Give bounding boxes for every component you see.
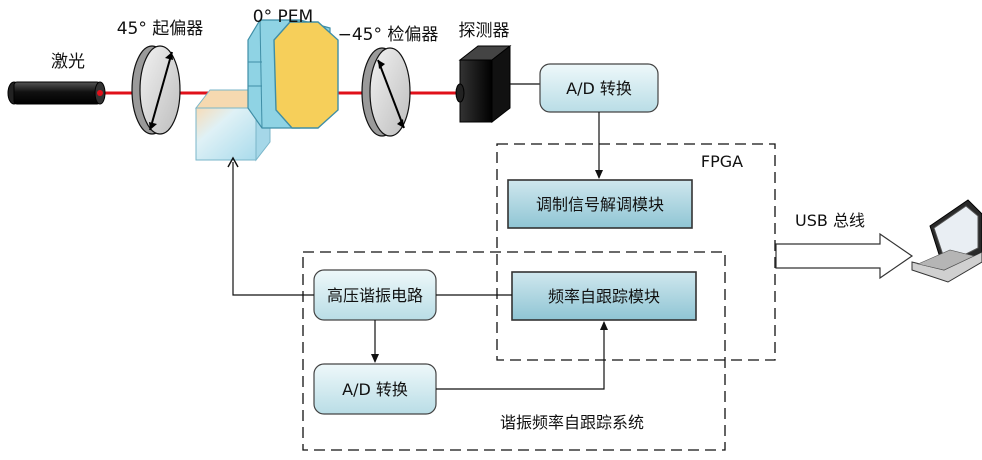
fpga-boundary [496, 143, 776, 361]
detector-label: 探测器 [459, 21, 510, 41]
tracking-system-label: 谐振频率自跟踪系统 [500, 413, 644, 432]
polarizer-icon [131, 45, 181, 135]
laser-icon [7, 81, 106, 105]
ad-converter-bottom-label: A/D 转换 [342, 380, 408, 399]
pem-label: 0° PEM [253, 7, 313, 27]
demodulation-label: 调制信号解调模块 [536, 195, 664, 214]
ad-bottom-to-tracking-arrow [436, 321, 608, 390]
hv-resonant-circuit-block: 高压谐振电路 [313, 269, 437, 321]
ad-converter-bottom-block: A/D 转换 [313, 363, 437, 415]
hv-resonant-circuit-label: 高压谐振电路 [327, 286, 423, 305]
fpga-label: FPGA [701, 152, 743, 171]
tracking-system-boundary [302, 251, 726, 451]
polarizer-label: 45° 起偏器 [117, 19, 204, 39]
demodulation-block: 调制信号解调模块 [507, 179, 693, 229]
frequency-tracking-label: 频率自跟踪模块 [548, 287, 660, 306]
ad-converter-top-block: A/D 转换 [539, 63, 659, 113]
analyzer-icon [361, 47, 411, 137]
detector-icon [455, 44, 512, 124]
pem-modulator-icon [194, 19, 339, 162]
ad-converter-top-label: A/D 转换 [566, 79, 632, 98]
analyzer-label: −45° 检偏器 [338, 25, 439, 45]
laptop-icon [911, 199, 982, 283]
frequency-tracking-block: 频率自跟踪模块 [511, 271, 697, 321]
laser-label: 激光 [51, 52, 85, 72]
usb-bus-arrow [775, 232, 914, 280]
usb-bus-label: USB 总线 [795, 211, 865, 230]
hv-to-pem-feedback-arrow [227, 156, 314, 296]
